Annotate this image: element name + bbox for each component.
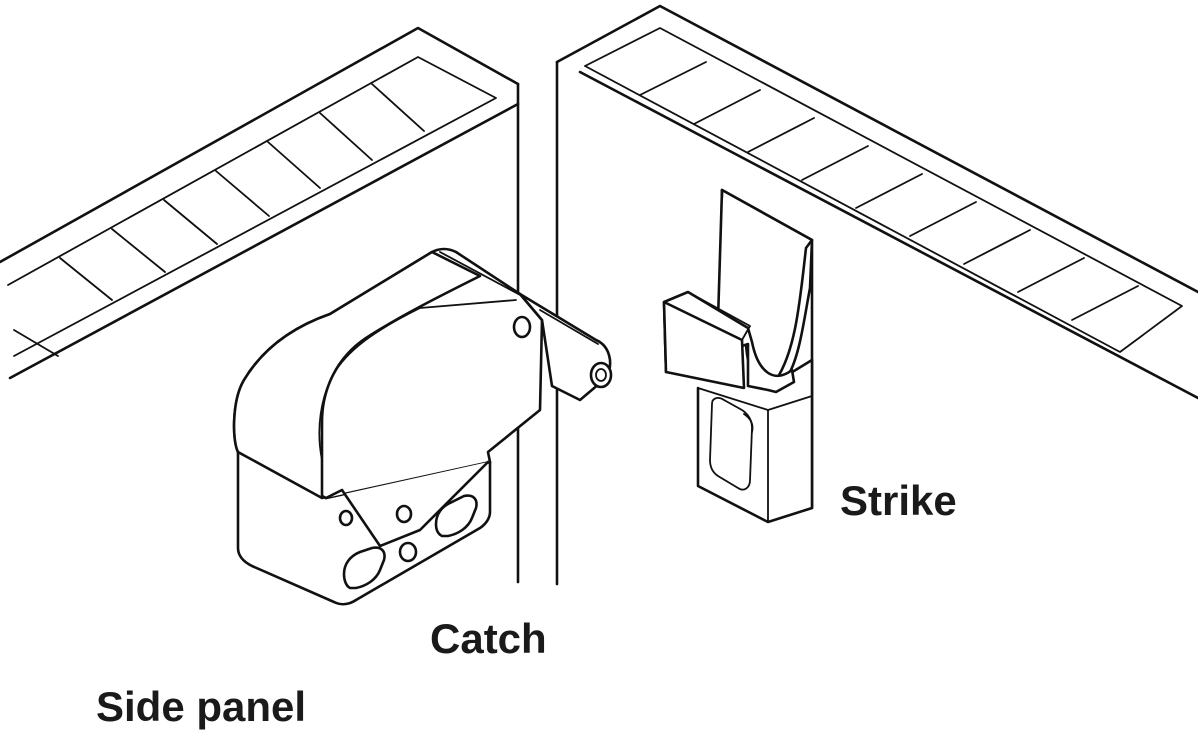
catch	[232, 247, 613, 606]
strike-label: Strike	[840, 477, 957, 524]
catch-label: Catch	[430, 615, 547, 662]
side-panel-box-dividers	[13, 83, 425, 357]
side-panel-label: Side panel	[96, 683, 307, 730]
strike	[662, 188, 814, 524]
door-panel-box-dividers	[639, 61, 1139, 321]
side-panel	[0, 26, 520, 584]
